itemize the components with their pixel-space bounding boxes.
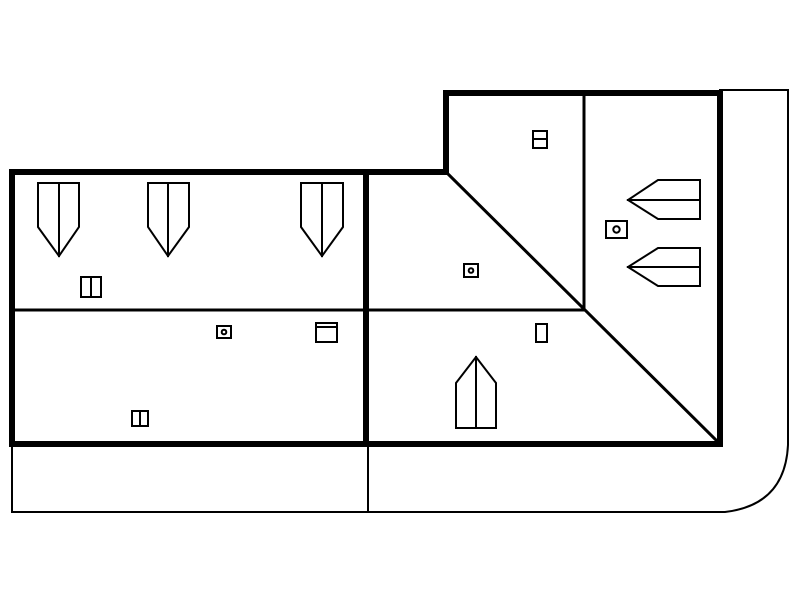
skylight-left-wide [315,322,338,343]
skylight-right-top [532,130,548,149]
vent-left [216,325,232,339]
roof-vents [216,220,628,339]
dormer-left-3 [300,182,344,258]
skylight-left-upper [80,276,102,298]
dormer-right-upper [626,179,701,220]
dormer-left-2 [147,182,190,258]
vent-center [463,263,479,278]
base-strip-left [11,447,369,513]
left-roof-block [9,169,369,447]
base-strip-right [367,89,789,513]
dormer-right-bottom [455,355,497,429]
left-roof-outline [9,169,369,447]
vent-right [605,220,628,239]
skylight-right-middle [535,323,548,343]
skylights [80,130,548,427]
base-outline [11,89,789,513]
right-roof-block [363,90,723,447]
dormer-right-lower [626,247,701,287]
dormer-left-1 [37,182,80,258]
skylight-left-lower [131,410,149,427]
dormers [37,179,701,429]
